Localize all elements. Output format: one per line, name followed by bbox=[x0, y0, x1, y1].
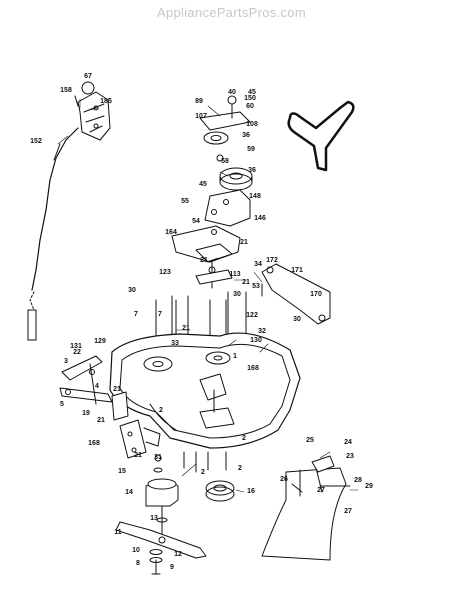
callout-label: 33 bbox=[171, 340, 179, 347]
callout-label: 150 bbox=[244, 95, 256, 102]
blade-bolt-stack bbox=[149, 549, 163, 575]
callout-label: 148 bbox=[249, 193, 261, 200]
callout-label: 24 bbox=[344, 439, 352, 446]
callout-label: 45 bbox=[248, 89, 256, 96]
callout-label: 129 bbox=[94, 338, 106, 345]
callout-label: 172 bbox=[266, 257, 278, 264]
callout-label: 23 bbox=[346, 453, 354, 460]
callout-label: 30 bbox=[293, 316, 301, 323]
callout-label: 13 bbox=[150, 515, 158, 522]
rear-link bbox=[119, 419, 161, 459]
callout-label: 27 bbox=[317, 487, 325, 494]
callout-label: 45 bbox=[199, 181, 207, 188]
callout-label: 53 bbox=[252, 283, 260, 290]
callout-label: 40 bbox=[228, 89, 236, 96]
callout-label: 185 bbox=[100, 98, 112, 105]
callout-label: 30 bbox=[128, 287, 136, 294]
callout-label: 25 bbox=[306, 437, 314, 444]
mower-blade bbox=[115, 521, 207, 559]
callout-label: 4 bbox=[95, 383, 99, 390]
callout-label: 21 bbox=[242, 279, 250, 286]
callout-label: 21 bbox=[240, 239, 248, 246]
callout-label: 60 bbox=[246, 103, 254, 110]
callout-label: 30 bbox=[233, 291, 241, 298]
callout-label: 27 bbox=[344, 508, 352, 515]
callout-label: 21 bbox=[134, 452, 142, 459]
throttle-control-assembly bbox=[27, 81, 111, 341]
callout-label: 67 bbox=[84, 73, 92, 80]
callout-label: 31 bbox=[154, 454, 162, 461]
idler-pulley-stack bbox=[199, 95, 253, 191]
callout-label: 19 bbox=[82, 410, 90, 417]
callout-label: 21 bbox=[200, 257, 208, 264]
callout-label: 22 bbox=[73, 349, 81, 356]
callout-label: 108 bbox=[246, 121, 258, 128]
callout-label: 36 bbox=[242, 132, 250, 139]
callout-label: 26 bbox=[280, 476, 288, 483]
front-deck-bracket bbox=[59, 355, 129, 421]
callout-label: 12 bbox=[174, 551, 182, 558]
callout-label: 2 bbox=[238, 465, 242, 472]
tension-arm bbox=[261, 263, 331, 325]
deck-pulley bbox=[205, 480, 235, 502]
mower-deck bbox=[109, 332, 301, 449]
discharge-chute bbox=[261, 455, 351, 561]
callout-label: 7 bbox=[158, 311, 162, 318]
callout-label: 15 bbox=[118, 468, 126, 475]
callout-label: 123 bbox=[159, 269, 171, 276]
callout-label: 152 bbox=[30, 138, 42, 145]
callout-label: 54 bbox=[192, 218, 200, 225]
callout-label: 2 bbox=[242, 435, 246, 442]
callout-label: 11 bbox=[114, 529, 122, 536]
callout-label: 89 bbox=[195, 98, 203, 105]
callout-label: 107 bbox=[195, 113, 207, 120]
callout-label: 1 bbox=[233, 353, 237, 360]
blade-spindle bbox=[145, 478, 179, 535]
callout-label: 164 bbox=[165, 229, 177, 236]
callout-label: 29 bbox=[365, 483, 373, 490]
callout-label: 21 bbox=[113, 386, 121, 393]
callout-label: 168 bbox=[88, 440, 100, 447]
callout-label: 58 bbox=[221, 158, 229, 165]
callout-label: 146 bbox=[254, 215, 266, 222]
callout-label: 21 bbox=[97, 417, 105, 424]
lower-hardware bbox=[153, 451, 227, 473]
callout-label: 16 bbox=[247, 488, 255, 495]
callout-label: 8 bbox=[136, 560, 140, 567]
callout-label: 122 bbox=[246, 312, 258, 319]
callout-label: 130 bbox=[250, 337, 262, 344]
callout-label: 3 bbox=[64, 358, 68, 365]
callout-label: 34 bbox=[254, 261, 262, 268]
callout-label: 7 bbox=[134, 311, 138, 318]
watermark: AppliancePartsPros.com bbox=[157, 5, 306, 20]
leader-lines bbox=[57, 98, 359, 493]
callout-label: 55 bbox=[181, 198, 189, 205]
callout-label: 170 bbox=[310, 291, 322, 298]
callout-label: 36 bbox=[248, 167, 256, 174]
callout-label: 5 bbox=[60, 401, 64, 408]
callout-label: 113 bbox=[229, 271, 240, 278]
callout-label: 21 bbox=[182, 325, 190, 332]
callout-label: 32 bbox=[258, 328, 266, 335]
idler-bracket-assembly bbox=[171, 189, 251, 289]
callout-label: 59 bbox=[247, 146, 255, 153]
callout-label: 14 bbox=[125, 489, 133, 496]
callout-label: 28 bbox=[354, 477, 362, 484]
callout-label: 158 bbox=[60, 87, 72, 94]
callout-label: 168 bbox=[247, 365, 259, 372]
drive-belt bbox=[287, 100, 355, 172]
callout-label: 131 bbox=[70, 343, 82, 350]
callout-label: 2 bbox=[159, 407, 163, 414]
callout-label: 171 bbox=[291, 267, 303, 274]
callout-label: 2 bbox=[201, 469, 205, 476]
callout-label: 10 bbox=[132, 547, 140, 554]
callout-label: 9 bbox=[170, 564, 174, 571]
